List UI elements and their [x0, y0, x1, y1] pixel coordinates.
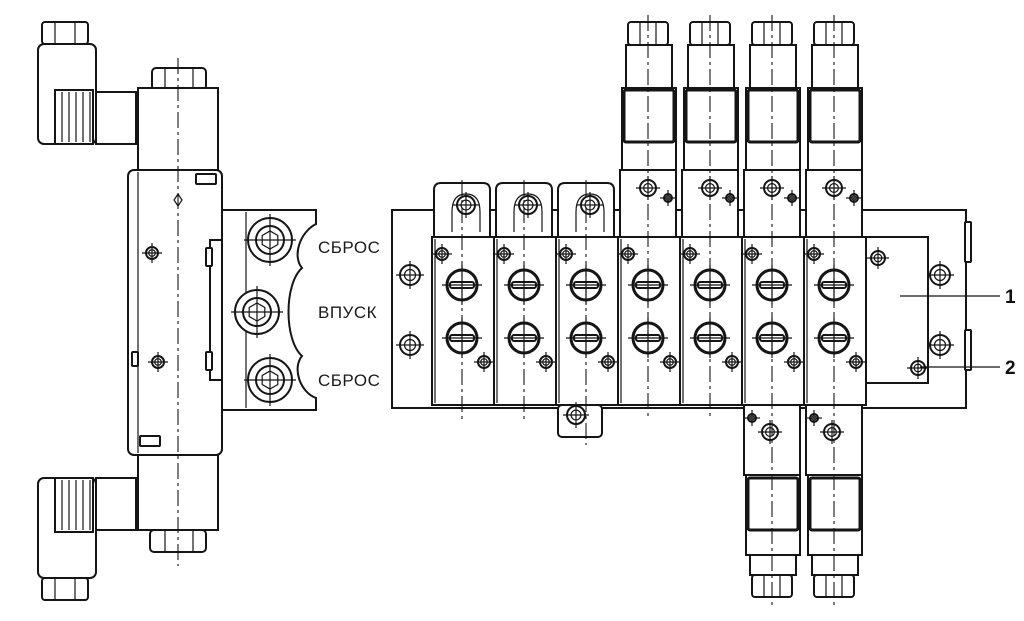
blanking-plate-item-1	[865, 236, 929, 384]
top-indicator	[195, 173, 217, 185]
station-screw	[680, 244, 700, 264]
connector-neck	[749, 554, 797, 576]
inlet-label: ВПУСК	[318, 303, 377, 322]
coil-mount-pin	[722, 190, 738, 206]
valve-station	[555, 180, 619, 445]
connector-neck	[95, 91, 137, 145]
station-screw	[846, 352, 866, 372]
side-manifold-plate	[221, 209, 317, 411]
base-end-step	[964, 329, 972, 371]
exhaust-port-top	[244, 214, 296, 266]
exhaust-label-top: СБРОС	[318, 238, 380, 257]
base-end-screw	[926, 331, 954, 359]
bottom-electrical-connector	[37, 477, 137, 601]
side-view-valve-assembly	[37, 21, 223, 601]
coil-mount-pin	[846, 190, 862, 206]
station-screw	[618, 244, 638, 264]
bracket-clip	[205, 247, 213, 267]
station-body	[493, 236, 557, 406]
top-solenoid-coil	[137, 87, 219, 171]
body-screw	[142, 243, 162, 263]
coil-band	[746, 88, 800, 144]
station-body	[741, 236, 805, 406]
valve-station	[493, 180, 557, 420]
station-body	[431, 236, 495, 406]
blanking-plate-screw-item-2	[907, 357, 929, 379]
valve-station	[741, 15, 805, 606]
station-screw	[432, 244, 452, 264]
connector-fins	[54, 89, 94, 145]
base-end-screw	[396, 261, 424, 289]
bottom-pilot-screw	[563, 402, 589, 428]
front-view-manifold	[391, 15, 972, 606]
connector-fins	[54, 477, 94, 533]
top-electrical-connector	[37, 21, 137, 145]
station-screw	[536, 352, 556, 372]
connector-neck	[749, 44, 797, 89]
coil-mount-pin	[806, 410, 822, 426]
valve-station	[431, 180, 495, 420]
blanking-plate-screw	[867, 247, 889, 269]
valve-body	[127, 169, 223, 456]
valve-station	[617, 15, 681, 420]
callouts: 1 2	[900, 287, 1016, 379]
station-body	[679, 236, 743, 406]
body-clip	[131, 351, 139, 367]
coil-mount-pin	[784, 190, 800, 206]
station-screw	[722, 352, 742, 372]
callout-number-2: 2	[1005, 358, 1016, 379]
drawing-geometry	[37, 15, 972, 606]
valve-station	[679, 15, 743, 420]
connector-neck	[95, 477, 137, 531]
coil-band	[808, 476, 862, 532]
exhaust-label-bottom: СБРОС	[318, 371, 380, 390]
coil-band	[684, 88, 738, 144]
base-end-screw	[926, 261, 954, 289]
coil-mount-screw	[820, 420, 844, 444]
body-screw	[148, 352, 168, 372]
station-screw	[474, 352, 494, 372]
station-screw	[804, 244, 824, 264]
inlet-port	[231, 286, 283, 338]
callout-number-1: 1	[1005, 287, 1016, 308]
connector-neck	[811, 554, 859, 576]
station-screw	[784, 352, 804, 372]
station-body	[617, 236, 681, 406]
station-body	[803, 236, 867, 406]
station-screw	[556, 244, 576, 264]
bottom-indicator	[139, 435, 161, 447]
station-body	[555, 236, 619, 406]
base-end-step	[964, 221, 972, 263]
station-screw	[598, 352, 618, 372]
connector-neck	[811, 44, 859, 89]
coil-band	[746, 476, 800, 532]
port-labels: СБРОС ВПУСК СБРОС	[318, 238, 380, 390]
connector-cap	[41, 21, 89, 45]
exhaust-port-bottom	[244, 354, 296, 406]
connector-cap	[41, 577, 89, 601]
station-screw	[742, 244, 762, 264]
coil-mount-pin	[744, 410, 760, 426]
station-screw	[494, 244, 514, 264]
base-end-screw	[396, 331, 424, 359]
manual-override-lower	[752, 318, 792, 358]
bracket-clip	[205, 351, 213, 371]
station-screw	[660, 352, 680, 372]
connector-neck	[687, 44, 735, 89]
coil-band	[808, 88, 862, 144]
coil-band	[622, 88, 676, 144]
valve-station	[803, 15, 867, 606]
top-coil-nut	[151, 67, 207, 91]
coil-mount-screw	[758, 420, 782, 444]
connector-neck	[625, 44, 673, 89]
coil-mount-pin	[660, 190, 676, 206]
